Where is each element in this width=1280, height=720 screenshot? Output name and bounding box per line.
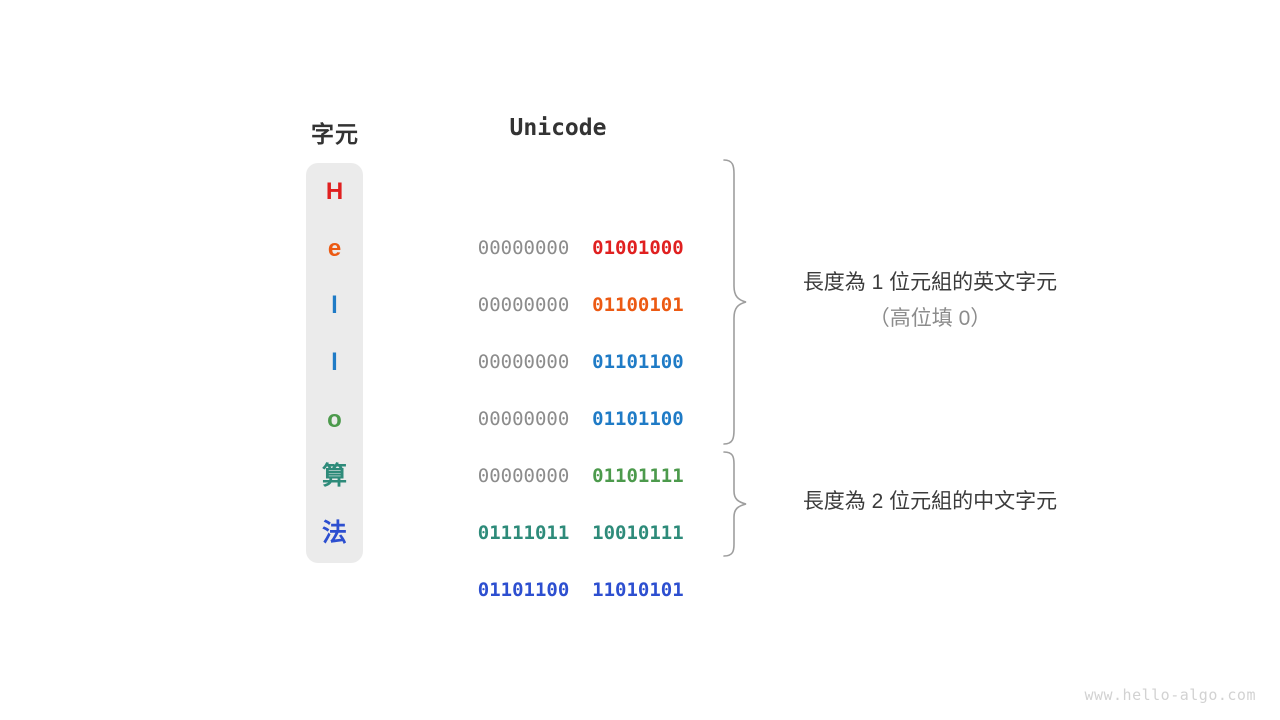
high-byte: 00000000 [477, 408, 570, 430]
annotation-cjk: 長度為 2 位元組的中文字元 [760, 484, 1100, 520]
row-character: H [325, 178, 344, 205]
low-byte: 01101100 [592, 351, 684, 373]
high-byte: 00000000 [477, 351, 570, 373]
row-unicode-bits: 00000000 01001000 [432, 163, 684, 259]
high-byte: 00000000 [477, 465, 570, 487]
annotation-ascii-line2: （高位填 0） [868, 307, 992, 330]
low-byte: 10010111 [592, 522, 684, 544]
low-byte: 01100101 [592, 294, 684, 316]
row-character: 算 [321, 462, 347, 490]
table-row: l 00000000 01101100 [0, 277, 1280, 373]
table-row: H 00000000 01001000 [0, 163, 1280, 259]
row-unicode-bits: 00000000 01101100 [432, 277, 684, 373]
row-character: l [331, 349, 338, 376]
low-byte: 01001000 [592, 237, 684, 259]
row-character: l [331, 292, 338, 319]
low-byte: 11010101 [592, 579, 684, 601]
row-character: e [327, 235, 342, 262]
character-column-background [306, 163, 363, 563]
high-byte: 01101100 [477, 579, 570, 601]
table-row: 法 01101100 11010101 [0, 505, 1280, 601]
row-unicode-bits: 00000000 01100101 [432, 220, 684, 316]
high-byte: 00000000 [477, 237, 570, 259]
table-row: l 00000000 01101100 [0, 334, 1280, 430]
table-row: o 00000000 01101111 [0, 391, 1280, 487]
high-byte: 01111011 [477, 522, 570, 544]
watermark: www.hello-algo.com [1084, 686, 1256, 704]
table-row: e 00000000 01100101 [0, 220, 1280, 316]
column-header-character: 字元 [311, 121, 359, 147]
annotation-cjk-line1: 長度為 2 位元組的中文字元 [802, 490, 1058, 513]
row-unicode-bits: 00000000 01101100 [432, 334, 684, 430]
byte-gap [569, 579, 592, 601]
annotation-ascii: 長度為 1 位元組的英文字元 （高位填 0） [760, 265, 1100, 337]
low-byte: 01101111 [592, 465, 684, 487]
low-byte: 01101100 [592, 408, 684, 430]
annotation-ascii-line1: 長度為 1 位元組的英文字元 [802, 271, 1058, 294]
column-header-unicode: Unicode [509, 115, 607, 141]
row-character: o [327, 406, 342, 433]
row-unicode-bits: 00000000 01101111 [432, 391, 684, 487]
high-byte: 00000000 [477, 294, 570, 316]
row-unicode-bits: 01101100 11010101 [432, 505, 684, 601]
row-unicode-bits: 01111011 10010111 [432, 448, 684, 544]
table-row: 算 01111011 10010111 [0, 448, 1280, 544]
row-character: 法 [321, 519, 347, 547]
